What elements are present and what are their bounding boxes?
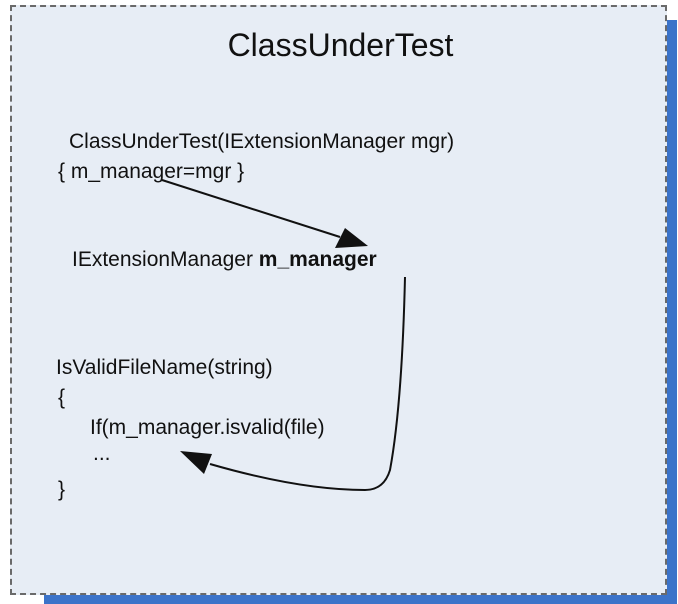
- class-box: ClassUnderTest: [10, 5, 667, 595]
- field-declaration: IExtensionManager m_manager: [72, 246, 377, 274]
- method-line-if: If(m_manager.isvalid(file): [90, 416, 325, 439]
- constructor-body: { m_manager=mgr }: [58, 160, 245, 183]
- method-open-brace: {: [58, 386, 66, 409]
- method-signature: IsValidFileName(string): [56, 356, 273, 379]
- method-close-brace: }: [58, 478, 66, 501]
- field-type: IExtensionManager: [72, 248, 253, 271]
- class-title: ClassUnderTest: [227, 27, 454, 63]
- assign-arrow-head: [335, 228, 368, 248]
- usage-arrow-head: [180, 451, 212, 474]
- field-name: m_manager: [258, 248, 377, 271]
- constructor-signature: ClassUnderTest(IExtensionManager mgr): [69, 130, 455, 153]
- method-line-ellipsis: ...: [93, 442, 111, 465]
- assign-arrow-line: [161, 179, 341, 238]
- box-shadow-right: [667, 20, 677, 604]
- usage-arrow-line: [209, 276, 406, 492]
